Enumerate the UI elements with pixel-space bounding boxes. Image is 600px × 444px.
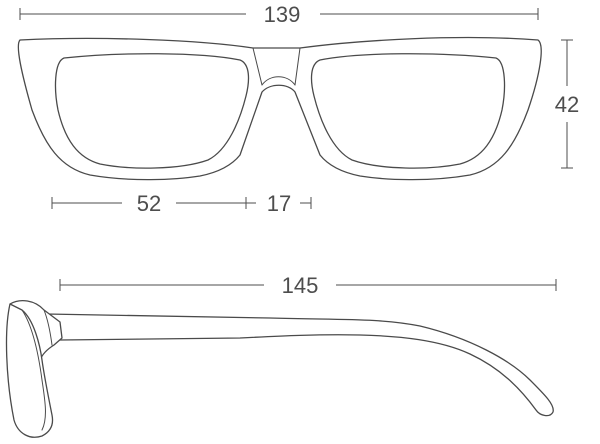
bridge-line [294,47,301,86]
dimension-frame-width: 139 [19,2,539,27]
bridge-width-label: 17 [267,191,291,216]
lens-width-label: 52 [137,191,161,216]
right-lens [310,53,506,169]
front-frame-inner-edge [21,309,46,431]
temple-arm [45,313,554,417]
bridge-curve [261,76,296,86]
frame-width-label: 139 [264,2,301,27]
dimension-temple-length: 145 [59,273,557,298]
side-view [5,299,554,438]
hinge-detail-line [43,309,53,346]
bridge-line [252,47,263,86]
left-lens [54,53,250,169]
front-view [17,36,542,181]
lens-height-label: 42 [555,92,579,117]
dimension-lens-and-bridge: 52 17 [51,191,312,216]
dimension-lens-height: 42 [555,39,579,169]
temple-length-label: 145 [282,273,319,298]
front-frame-profile [5,303,54,438]
